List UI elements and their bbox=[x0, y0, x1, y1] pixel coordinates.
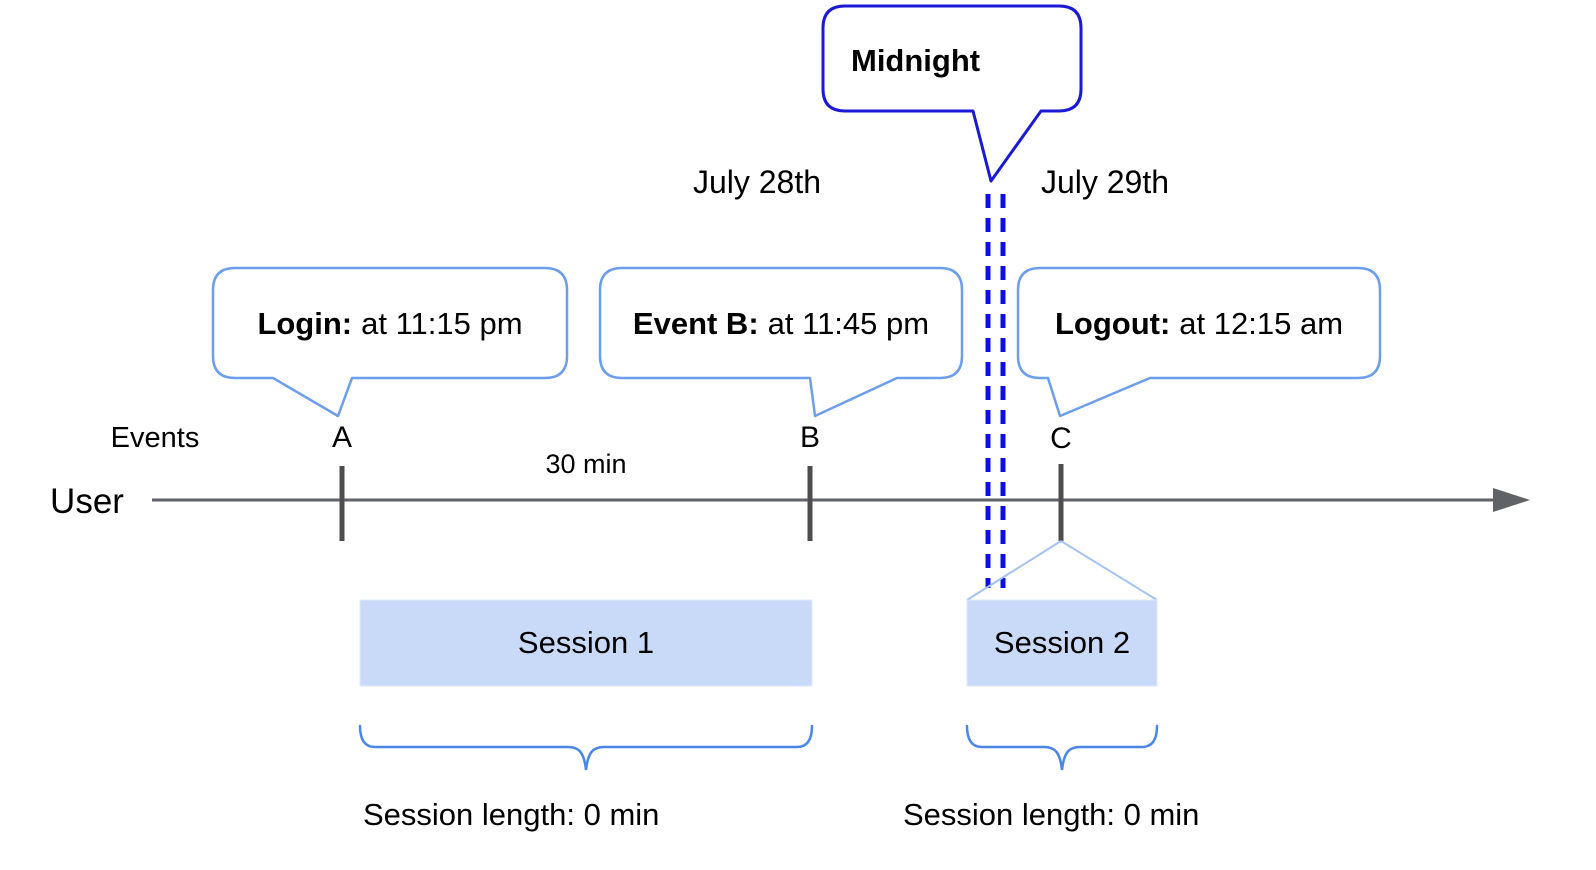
logout-callout-text: Logout: at 12:15 am bbox=[1055, 306, 1343, 341]
midnight-label: Midnight bbox=[851, 43, 980, 78]
event-b-callout-detail: at 11:45 pm bbox=[768, 306, 929, 341]
login-callout-title: Login: bbox=[257, 306, 352, 341]
interval-label-30min: 30 min bbox=[545, 449, 626, 479]
timeline-arrowhead-icon bbox=[1493, 488, 1530, 512]
session-1-label: Session 1 bbox=[518, 625, 654, 660]
login-callout-bubble bbox=[211, 266, 569, 418]
event-b-callout-title: Event B: bbox=[633, 306, 759, 341]
date-label-july-28: July 28th bbox=[693, 164, 821, 200]
session-2-box bbox=[966, 599, 1158, 687]
date-label-july-29: July 29th bbox=[1041, 164, 1169, 200]
session-1-brace bbox=[358, 724, 814, 771]
session-2-brace bbox=[965, 724, 1159, 771]
session-1-length-label: Session length: 0 min bbox=[363, 797, 659, 832]
login-callout-detail: at 11:15 pm bbox=[361, 306, 522, 341]
session-2-length-label: Session length: 0 min bbox=[903, 797, 1199, 832]
event-b-callout-bubble bbox=[598, 266, 964, 418]
session-2-label: Session 2 bbox=[994, 625, 1130, 660]
event-b-callout-text: Event B: at 11:45 pm bbox=[633, 306, 929, 341]
logout-callout-detail: at 12:15 am bbox=[1179, 306, 1343, 341]
events-row-label: Events bbox=[111, 422, 200, 454]
session-1-box bbox=[359, 599, 813, 687]
login-callout-text: Login: at 11:15 pm bbox=[257, 306, 522, 341]
session-2-funnel-left bbox=[966, 540, 1062, 601]
logout-callout-bubble bbox=[1016, 266, 1382, 418]
logout-callout-title: Logout: bbox=[1055, 306, 1170, 341]
session-2-funnel-right bbox=[1060, 540, 1158, 601]
event-mark-a: A bbox=[332, 421, 352, 454]
midnight-callout-bubble bbox=[821, 4, 1083, 183]
event-mark-c: C bbox=[1050, 422, 1072, 455]
user-row-label: User bbox=[50, 482, 124, 521]
event-mark-b: B bbox=[800, 421, 820, 454]
